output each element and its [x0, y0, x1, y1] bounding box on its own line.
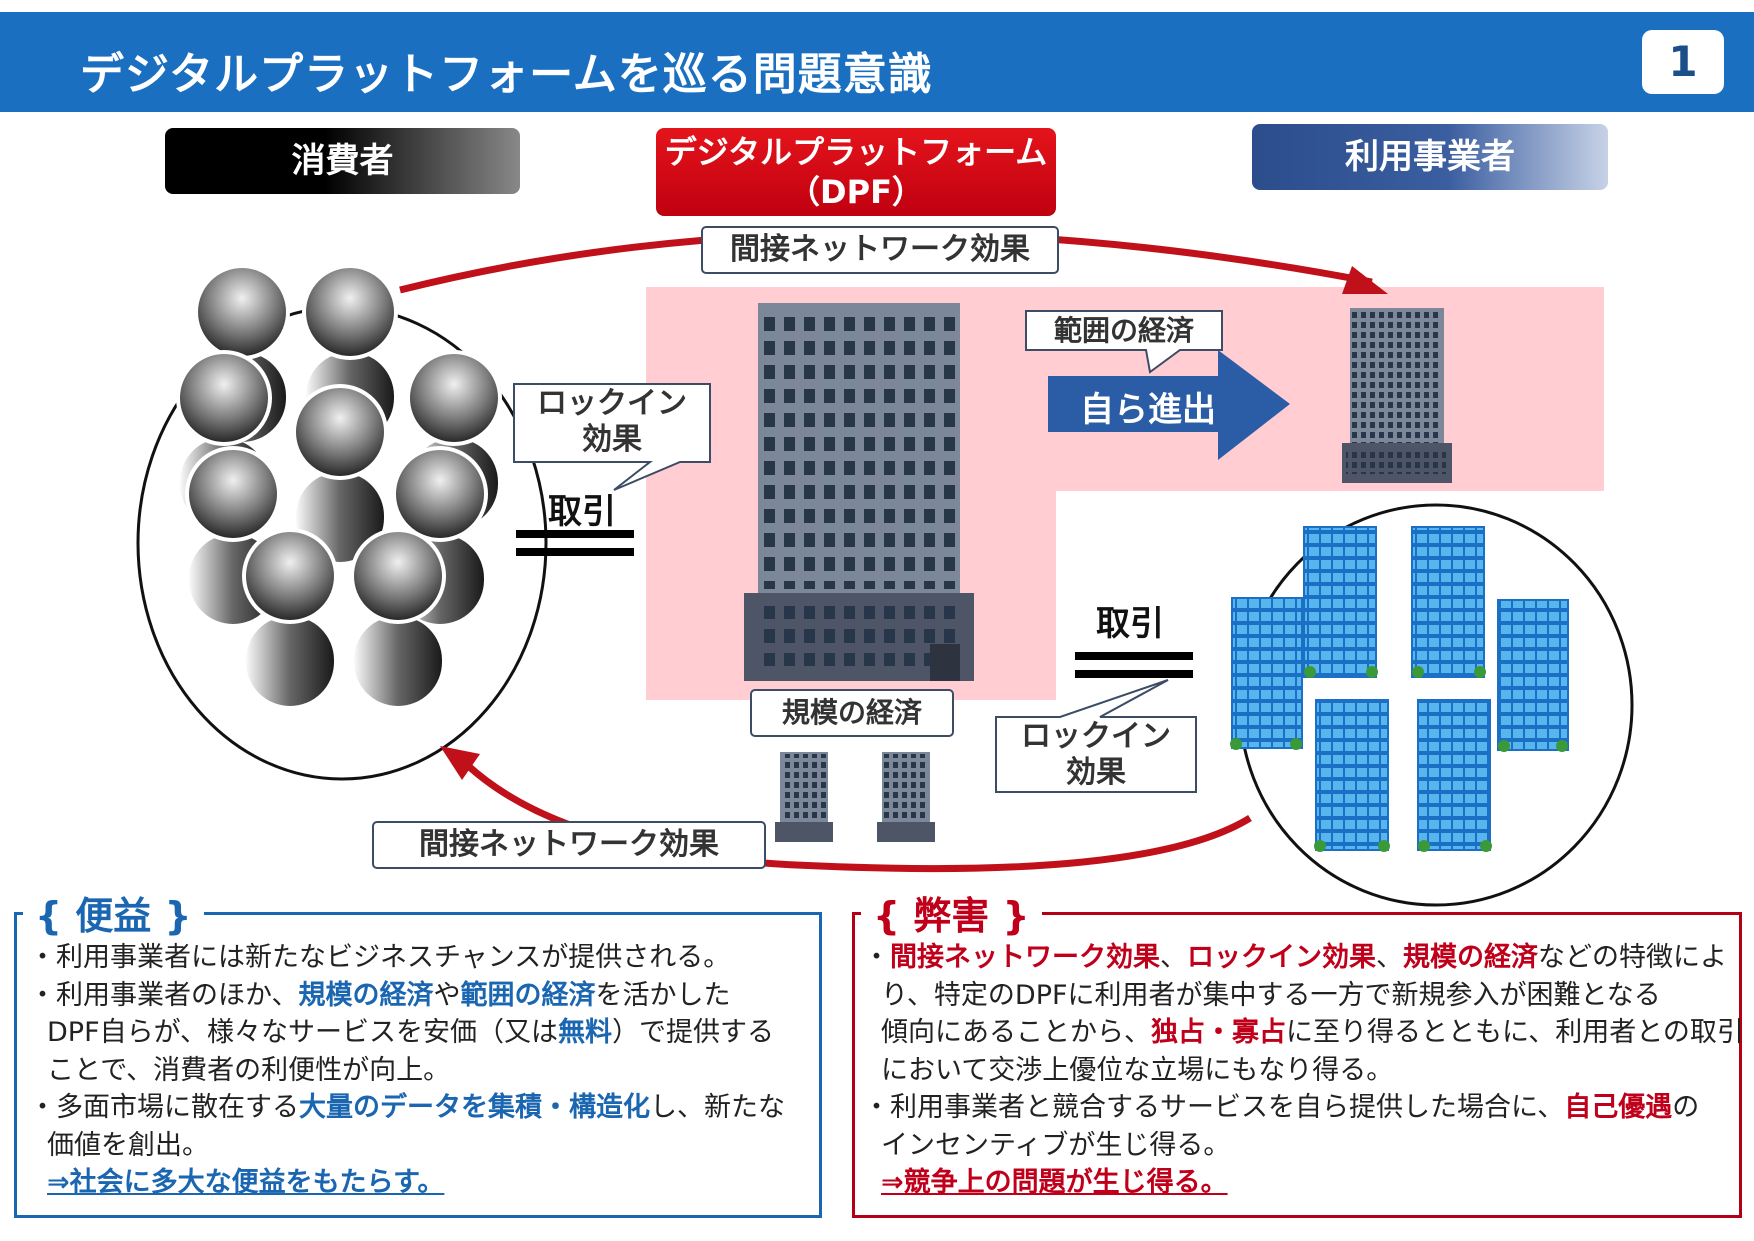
callout-lockin-right	[995, 679, 1197, 793]
label-lockin-left-line1: ロックイン	[537, 386, 687, 421]
scale-buildings-icon	[775, 752, 935, 842]
harm-panel: { 弊害 } ・間接ネットワーク効果、ロックイン効果、規模の経済などの特徴によ …	[852, 885, 1744, 1218]
benefit-line-4: ことで、消費者の利便性が向上。	[47, 1054, 451, 1086]
label-lockin-left: ロックイン 効果	[514, 386, 710, 458]
label-lockin-left-line2: 効果	[582, 422, 642, 457]
benefit-heading: { 便益 }	[23, 885, 204, 940]
harm-body: ・間接ネットワーク効果、ロックイン効果、規模の経済などの特徴によ り、特定のDP…	[863, 939, 1744, 1202]
transaction-right-line2	[1075, 670, 1193, 678]
callout-scope	[1025, 310, 1223, 374]
benefit-panel: { 便益 } ・利用事業者には新たなビジネスチャンスが提供される。 ・利用事業者…	[14, 885, 822, 1218]
transaction-right-line1	[1075, 652, 1193, 660]
role-label-consumer: 消費者	[165, 128, 520, 194]
harm-bracket-close: }	[989, 894, 1030, 938]
role-label-dpf: デジタルプラットフォーム （DPF）	[656, 128, 1056, 216]
harm-bracket-open: {	[873, 894, 914, 938]
harm-heading-text: 弊害	[913, 894, 990, 938]
label-economies-scale: 規模の経済	[781, 696, 922, 729]
benefit-heading-text: 便益	[75, 894, 152, 938]
consumer-people-group	[176, 264, 502, 706]
arrow-bottom-head	[440, 746, 480, 780]
callout-indirect-bottom	[372, 821, 766, 869]
arrow-bottom-arc	[457, 755, 1252, 873]
transaction-left-line1	[516, 530, 634, 538]
label-transaction-right: 取引	[1096, 604, 1164, 644]
label-economies-scope: 範囲の経済	[1053, 314, 1194, 347]
self-entry-arrow	[1048, 350, 1290, 460]
role-label-business: 利用事業者	[1252, 124, 1608, 190]
label-lockin-right: ロックイン 効果	[996, 719, 1196, 791]
benefit-bracket-open: {	[35, 894, 76, 938]
role-dpf-line1: デジタルプラットフォーム	[664, 133, 1048, 171]
page-title: デジタルプラットフォームを巡る問題意識	[80, 49, 933, 100]
benefit-bracket-close: }	[151, 894, 192, 938]
benefit-line-5: ・多面市場に散在する大量のデータを集積・構造化し、新たな	[29, 1092, 785, 1123]
benefit-body: ・利用事業者には新たなビジネスチャンスが提供される。 ・利用事業者のほか、規模の…	[29, 939, 785, 1202]
dpf-building-icon	[744, 303, 974, 681]
benefit-line-1: ・利用事業者には新たなビジネスチャンスが提供される。	[29, 942, 731, 973]
title-bar	[0, 12, 1754, 112]
dpf-entry-building-icon	[1342, 308, 1452, 483]
label-indirect-network-bottom: 間接ネットワーク効果	[419, 827, 719, 862]
benefit-line-6: 価値を創出。	[47, 1129, 209, 1161]
callout-scale	[750, 689, 954, 737]
harm-line-6: インセンティブが生じ得る。	[881, 1129, 1231, 1161]
harm-conclusion: ⇒競争上の問題が生じ得る。	[881, 1167, 1228, 1198]
label-indirect-network-top: 間接ネットワーク効果	[730, 232, 1030, 267]
harm-line-5: ・利用事業者と競合するサービスを自ら提供した場合に、自己優遇の	[863, 1092, 1700, 1123]
label-lockin-right-line1: ロックイン	[1021, 719, 1171, 754]
harm-line-4: において交渉上優位な立場にもなり得る。	[881, 1054, 1394, 1086]
harm-line-2: り、特定のDPFに利用者が集中する一方で新規参入が困難となる	[881, 979, 1661, 1011]
callout-indirect-top	[701, 226, 1059, 274]
label-transaction-left: 取引	[548, 492, 616, 532]
callout-lockin-left	[513, 383, 711, 491]
benefit-line-3: DPF自らが、様々なサービスを安価（又は無料）で提供する	[47, 1017, 775, 1048]
page-number: 1	[1642, 30, 1724, 94]
business-buildings-group	[1230, 526, 1569, 852]
harm-line-1: ・間接ネットワーク効果、ロックイン効果、規模の経済などの特徴によ	[863, 942, 1727, 973]
harm-heading: { 弊害 }	[861, 885, 1042, 940]
harm-line-3: 傾向にあることから、独占・寡占に至り得るとともに、利用者との取引	[881, 1017, 1744, 1048]
arrow-top-head	[1342, 266, 1388, 294]
label-self-entry: 自ら進出	[1080, 390, 1216, 430]
transaction-left-line2	[516, 548, 634, 556]
role-dpf-line2: （DPF）	[788, 173, 924, 211]
benefit-line-2: ・利用事業者のほか、規模の経済や範囲の経済を活かした	[29, 979, 731, 1011]
benefit-conclusion: ⇒社会に多大な便益をもたらす。	[47, 1167, 445, 1198]
label-lockin-right-line2: 効果	[1066, 755, 1126, 790]
